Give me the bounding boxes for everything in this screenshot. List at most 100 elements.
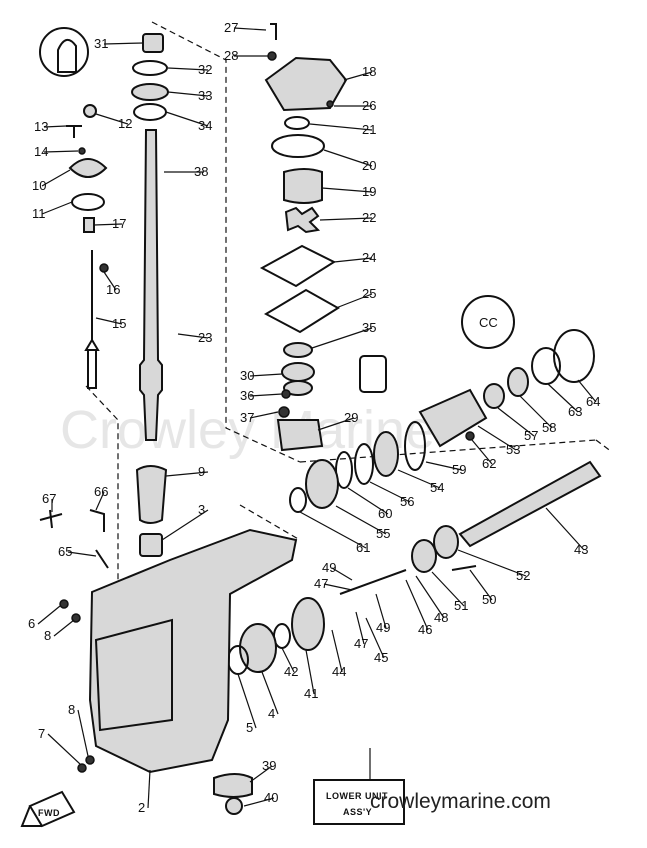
part-47-plunger [339,569,407,595]
part-number-label: 55 [376,526,390,541]
prop-shaft-group: CC [227,295,602,675]
leader-line-47 [355,611,365,645]
part-number-label: 27 [224,20,238,35]
part-number-label: 62 [482,456,496,471]
watermark-text: Crowley Marine [60,400,435,460]
part-number-label: 40 [264,790,278,805]
part-54-bearing [373,431,399,477]
leader-line-22 [319,217,373,221]
part-number-label: 54 [430,480,444,495]
part-number-label: 49 [376,620,390,635]
leader-line-37 [249,411,279,419]
part-number-label: 56 [400,494,414,509]
lower-case-group [39,509,298,815]
part-number-label: 8 [44,628,51,643]
leader-line-56 [369,481,411,503]
part-64-cap [553,329,595,383]
part-number-label: 21 [362,122,376,137]
leader-line-27 [233,27,267,31]
part-number-label: 37 [240,410,254,425]
part-number-label: 44 [332,664,346,679]
part-39-pinion [213,773,253,798]
part-number-label: 4 [268,706,275,721]
water-pump-group [259,23,387,452]
part-12-nut [83,104,97,118]
leader-line-39 [249,765,273,783]
part-32-washer [132,60,168,76]
part-11-oring [71,193,105,211]
leader-line-25 [335,293,373,309]
assembly-label-line1: LOWER UNIT [326,791,388,801]
part-19-insert [283,168,323,204]
part-2-lower-case [88,528,298,774]
leader-line-7 [47,733,81,765]
part-62-pin [465,431,475,441]
part-22-impeller [284,206,321,234]
part-number-label: 46 [418,622,432,637]
drive-shaft-group [131,33,169,557]
part-number-label: 50 [482,592,496,607]
part-number-label: 34 [198,118,212,133]
part-number-label: 41 [304,686,318,701]
part-number-label: 36 [240,388,254,403]
part-16-clip [99,263,109,273]
leader-line-12 [95,113,129,125]
leader-line-33 [167,91,209,97]
part-28-washer [267,51,277,61]
part-30-bearing [281,362,315,382]
part-number-label: 8 [68,702,75,717]
part-number-label: 53 [506,442,520,457]
part-50-pin [451,565,477,571]
part-number-label: 15 [112,316,126,331]
leader-line-53 [477,425,517,451]
part-number-label: 59 [452,462,466,477]
part-10-boot [68,158,108,178]
leader-line-11 [41,201,73,215]
part-26-pin [326,100,334,108]
leader-line-31 [103,42,144,45]
part-41-pinion-gear [291,597,325,651]
part-43-prop-shaft [458,460,602,548]
part-66-link [89,509,105,532]
leader-line-47 [323,583,353,591]
leader-line-60 [347,487,389,515]
leader-line-10 [41,169,71,187]
leader-line-24 [333,257,373,263]
leader-line-54 [397,469,441,489]
inset-icon [57,39,77,73]
part-33-bearing [131,83,169,101]
part-51-clutch [411,539,437,573]
part-number-label: 10 [32,178,46,193]
leader-line-50 [469,569,493,601]
part-number-label: 17 [112,216,126,231]
part-number-label: 51 [454,598,468,613]
part-56-shim [354,443,374,485]
part-number-label: 7 [38,726,45,741]
leader-line-19 [321,187,373,193]
leader-line-43 [545,507,585,551]
part-number-label: 24 [362,250,376,265]
seal-label: CC [479,315,498,330]
part-number-label: 2 [138,800,145,815]
part-number-label: 18 [362,64,376,79]
part-number-label: 29 [344,410,358,425]
part-17-spring [83,217,95,233]
fwd-arrow: FWD [20,790,76,828]
leader-line-46 [405,579,429,631]
fwd-label: FWD [38,808,60,818]
leader-line-42 [281,647,295,673]
part-27-bolt [270,23,277,40]
leader-line-34 [165,111,209,127]
part-7-bolt [77,763,87,773]
part-number-label: 63 [568,404,582,419]
part-15-shift-rod [84,250,100,389]
part-number-label: 3 [198,502,205,517]
part-31-seal [142,33,164,53]
part-number-label: 35 [362,320,376,335]
leader-line-18 [343,71,373,81]
part-number-label: 22 [362,210,376,225]
part-24-plate [259,244,337,288]
leader-line-3 [161,509,209,541]
part-number-label: 66 [94,484,108,499]
leader-line-20 [323,149,373,167]
